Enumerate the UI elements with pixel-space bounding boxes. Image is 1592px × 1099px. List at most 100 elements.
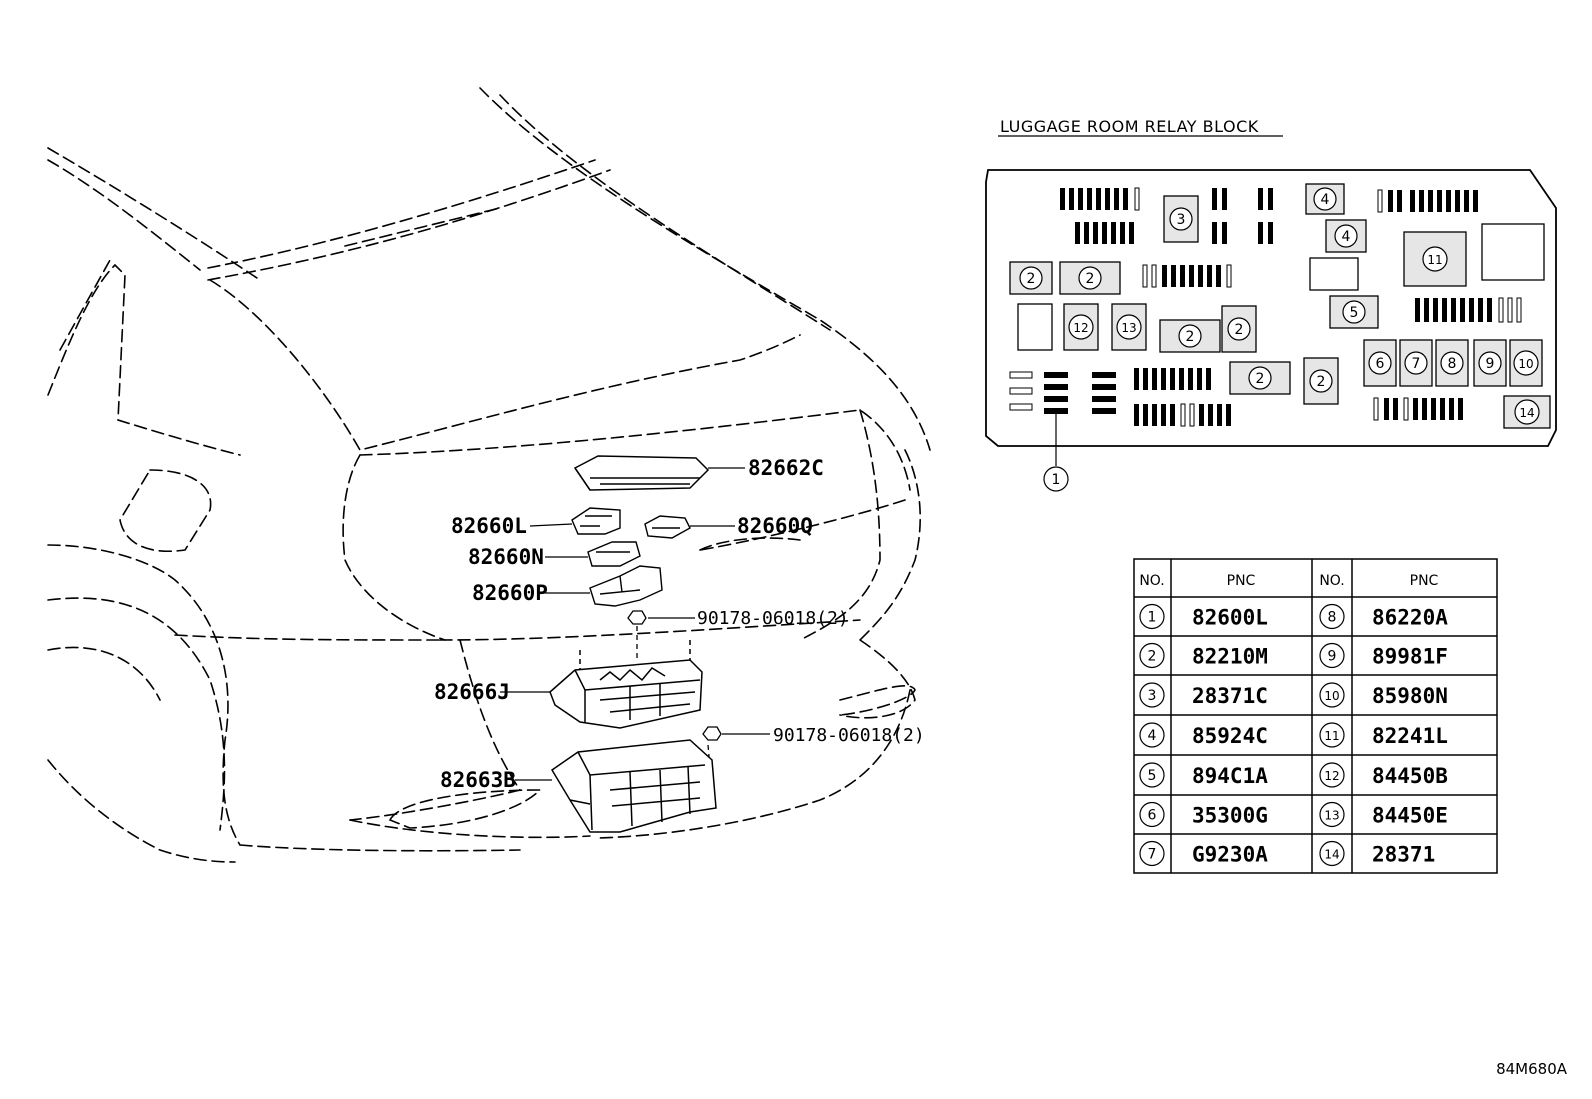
row-pnc-left: 35300G [1192,804,1268,828]
row-no-right-circle [1319,762,1345,788]
label-82660p: 82660P [472,581,548,605]
nut-top [627,610,647,660]
svg-text:8: 8 [1448,356,1457,372]
row-no-right: 11 [1324,729,1339,743]
row-no-left: 5 [1148,768,1157,784]
leader-lines [500,467,770,781]
relay-block-outline [985,169,1557,447]
row-no-right-circle [1319,603,1345,630]
row-no-right-circle [1319,840,1345,867]
marker-2c: 2 [1178,324,1202,348]
row-no-left: 3 [1148,688,1157,704]
relay-block-title: LUGGAGE ROOM RELAY BLOCK [1000,117,1259,136]
row-no-right: 10 [1324,689,1339,703]
row-pnc-left: 82600L [1192,606,1268,630]
svg-text:13: 13 [1121,321,1136,335]
svg-text:10: 10 [1518,357,1533,371]
marker-4a: 4 [1313,187,1337,211]
row-no-left: 7 [1148,847,1157,863]
marker-2f: 2 [1309,369,1333,393]
table-row: 5 894C1A 12 84450B [1139,762,1448,788]
marker-8: 8 [1440,351,1464,375]
svg-text:2: 2 [1235,322,1244,338]
marker-7: 7 [1404,351,1428,375]
svg-text:4: 4 [1342,229,1351,245]
marker-4b: 4 [1334,224,1358,248]
label-82666j: 82666J [434,680,510,704]
svg-text:1: 1 [1052,472,1061,488]
table-header-no-left: NO. [1139,573,1164,589]
row-pnc-left: 82210M [1192,645,1268,669]
row-pnc-right: 84450B [1372,764,1448,788]
relay-82660l [571,507,621,535]
row-no-right: 13 [1324,809,1339,823]
svg-text:9: 9 [1486,356,1495,372]
row-no-left-circle [1139,722,1165,748]
svg-text:14: 14 [1519,406,1534,420]
svg-text:12: 12 [1073,321,1088,335]
row-no-left: 4 [1148,728,1157,744]
svg-text:6: 6 [1376,356,1385,372]
marker-13: 13 [1116,314,1142,340]
marker-2e: 2 [1248,366,1272,390]
row-no-left-circle [1139,642,1165,669]
label-82663b: 82663B [440,768,516,792]
row-no-left: 1 [1148,610,1157,626]
relay-82660n [587,541,641,567]
diagram-code: 84M680A [1496,1060,1568,1078]
svg-text:7: 7 [1412,356,1421,372]
svg-text:4: 4 [1321,192,1330,208]
svg-text:2: 2 [1027,271,1036,287]
row-no-left-circle [1139,682,1165,708]
row-pnc-left: 894C1A [1192,764,1268,788]
row-pnc-right: 82241L [1372,724,1448,748]
row-pnc-right: 86220A [1372,606,1448,630]
svg-text:5: 5 [1350,305,1359,321]
row-no-left-circle [1139,840,1165,867]
svg-text:11: 11 [1427,253,1442,267]
row-no-left: 2 [1148,649,1157,665]
row-no-right-circle [1319,642,1345,669]
marker-1: 1 [1043,466,1069,492]
marker-2a: 2 [1019,266,1043,290]
row-pnc-left: 85924C [1192,724,1268,748]
row-no-right-circle [1319,801,1345,828]
table-row: 4 85924C 11 82241L [1139,722,1448,748]
row-no-right: 14 [1324,848,1339,862]
label-82662c: 82662C [748,456,824,480]
label-82660l: 82660L [451,514,527,538]
row-pnc-right: 84450E [1372,804,1448,828]
row-pnc-left: G9230A [1192,843,1268,867]
row-no-right-circle [1319,722,1345,748]
row-no-right: 9 [1328,649,1337,665]
row-pnc-left: 28371C [1192,684,1268,708]
svg-text:3: 3 [1177,212,1186,228]
label-fastener-bottom: 90178-06018(2) [773,725,925,746]
svg-text:2: 2 [1186,329,1195,345]
marker-3: 3 [1169,207,1193,231]
row-no-right: 12 [1324,769,1339,783]
marker-10: 10 [1513,350,1539,376]
svg-text:2: 2 [1086,271,1095,287]
bracket-82663b [550,739,717,833]
row-pnc-right: 28371 [1372,843,1435,867]
relay-block-82666j [549,640,703,729]
relay-82660p [589,565,663,607]
label-82660n: 82660N [468,545,544,569]
marker-11: 11 [1422,246,1448,272]
marker-5: 5 [1342,300,1366,324]
marker-2b: 2 [1078,266,1102,290]
table-header-pnc-left: PNC [1227,573,1256,589]
marker-9: 9 [1478,351,1502,375]
fuse-bars [1009,187,1522,427]
table-row: 7 G9230A 14 28371 [1139,840,1435,867]
row-no-right: 8 [1328,610,1337,626]
relay-82660q [644,515,691,539]
vehicle-outline [47,87,931,863]
table-header-no-right: NO. [1319,573,1344,589]
row-no-right-circle [1319,682,1345,708]
